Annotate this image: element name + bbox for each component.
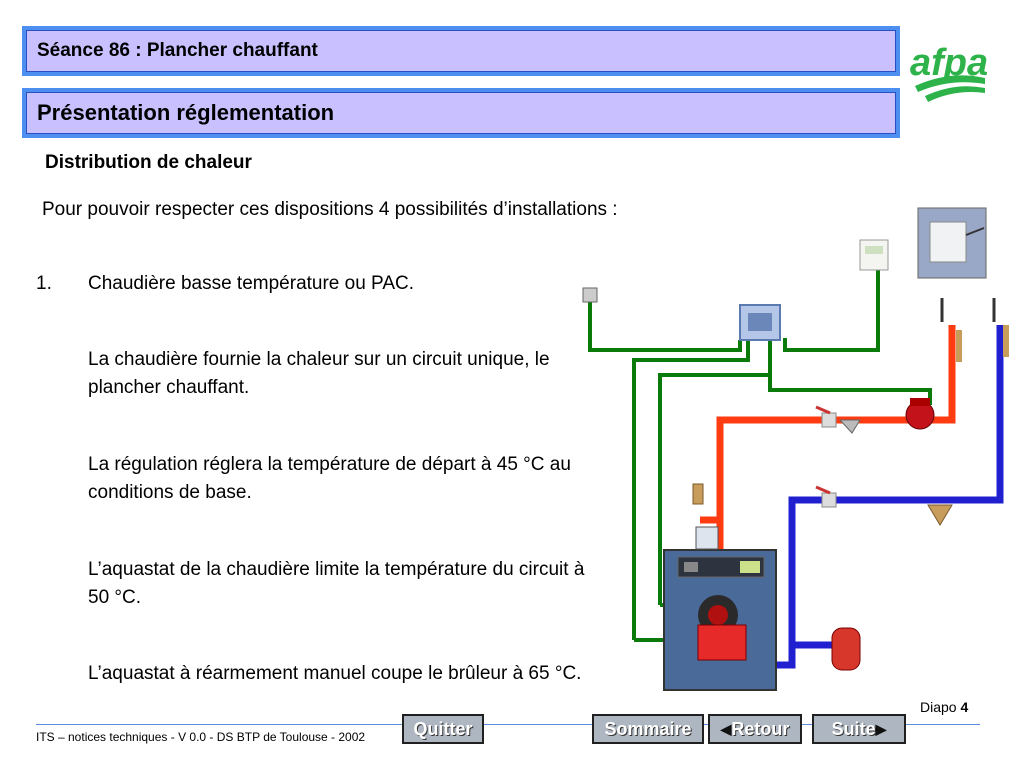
hot-valve [815, 405, 837, 428]
regulator [739, 304, 781, 341]
paragraph-regulation: La régulation réglera la température de … [88, 454, 571, 503]
session-title: Séance 86 : Plancher chauffant [26, 30, 896, 72]
slide-number: Diapo 4 [920, 699, 968, 715]
back-label: Retour [731, 718, 790, 739]
circulating-pump [905, 398, 935, 430]
afpa-logo: afpa [910, 42, 988, 102]
session-title-box: Séance 86 : Plancher chauffant [22, 26, 900, 76]
supply-thermometer [940, 298, 962, 362]
boiler-thermostat [695, 526, 719, 550]
back-button[interactable]: ◀ Retour [708, 714, 802, 744]
list-number: 1. [36, 273, 52, 294]
quit-button[interactable]: Quitter [402, 714, 484, 744]
return-valve [815, 485, 837, 508]
footer-divider [36, 724, 980, 725]
safety-valve [692, 483, 704, 505]
arrow-left-icon: ◀ [720, 720, 732, 737]
paragraph-single-circuit: La chaudière fournie la chaleur sur un c… [88, 349, 550, 398]
section-title-box: Présentation réglementation [22, 88, 900, 138]
strainer [838, 419, 861, 434]
list-item-text: Chaudière basse température ou PAC. [88, 273, 414, 294]
intro-text: Pour pouvoir respecter ces dispositions … [42, 199, 618, 220]
balancing-valve [927, 504, 953, 526]
arrow-right-icon: ▶ [875, 720, 887, 737]
return-water-pipe [775, 325, 1004, 669]
next-button[interactable]: Suite ▶ [812, 714, 906, 744]
boiler [663, 549, 777, 691]
slide-label-text: Diapo [920, 699, 957, 715]
room-thermostat [859, 239, 889, 271]
paragraph-manual-reset: L’aquastat à réarmement manuel coupe le … [88, 663, 582, 684]
outdoor-sensor [582, 287, 598, 303]
section-title: Présentation réglementation [26, 92, 896, 134]
slide-number-value: 4 [960, 699, 969, 715]
return-thermometer [992, 298, 1009, 357]
quit-label: Quitter [413, 718, 473, 739]
footer-text: ITS – notices techniques - V 0.0 - DS BT… [36, 730, 366, 744]
section-heading: Distribution de chaleur [45, 152, 252, 173]
expansion-vessel [831, 627, 861, 671]
summary-button[interactable]: Sommaire [592, 714, 704, 744]
summary-label: Sommaire [604, 718, 692, 739]
thermostat-photo [917, 207, 987, 279]
next-label: Suite [831, 718, 876, 739]
paragraph-aquastat: L’aquastat de la chaudière limite la tem… [88, 559, 585, 608]
